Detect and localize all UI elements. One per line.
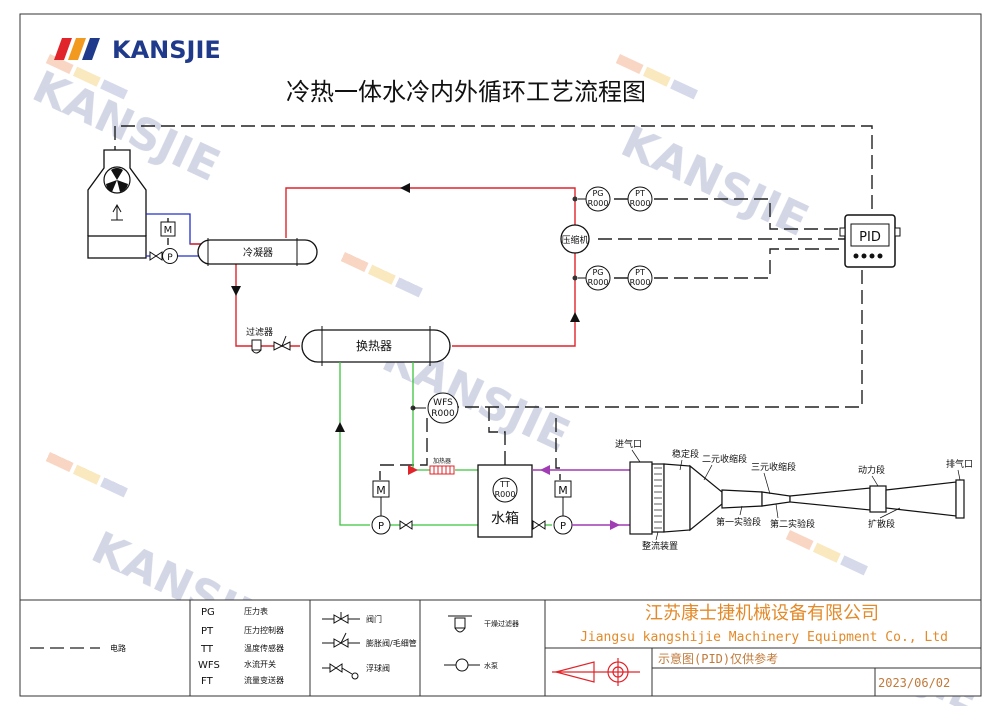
legend-code: FT	[201, 676, 214, 687]
legend-desc: 压力控制器	[244, 625, 284, 635]
disclaimer-note: 示意图(PID)仅供参考	[658, 651, 778, 666]
expansion-valve-legend-icon	[322, 632, 360, 648]
legend-code: PG	[201, 607, 215, 618]
float-valve-legend-icon	[322, 663, 359, 680]
flow-arrow	[408, 465, 418, 475]
legend-electric-label: 电路	[110, 643, 126, 653]
svg-text:R000: R000	[630, 199, 651, 208]
label-test1: 第一实验段	[716, 516, 761, 528]
cooling-valve-icon	[149, 251, 163, 261]
legend-code: TT	[200, 644, 214, 655]
motor-left-label: M	[376, 484, 386, 497]
legend-expansion-label: 膨胀阀/毛细管	[366, 638, 417, 648]
label-rectifier: 整流装置	[642, 540, 678, 552]
condenser-label: 冷凝器	[243, 246, 273, 259]
motor-right-label: M	[558, 484, 568, 497]
label-contraction3: 三元收缩段	[751, 461, 796, 473]
air-lines	[532, 469, 630, 526]
legend-desc: 水流开关	[244, 659, 276, 669]
label-test2: 第二实验段	[770, 518, 815, 530]
expansion-valve-icon	[273, 335, 291, 351]
compressor: 压缩机	[560, 224, 590, 254]
cooling-motor-label: M	[164, 225, 173, 236]
legend-dryfilter-label: 干燥过滤器	[484, 619, 519, 628]
tap-point	[572, 275, 578, 281]
valve-icon	[399, 520, 413, 530]
svg-text:PT: PT	[635, 268, 645, 277]
company-name-cn: 江苏康士捷机械设备有限公司	[645, 603, 879, 624]
label-exhaust: 排气口	[946, 458, 973, 470]
svg-text:PG: PG	[592, 189, 603, 198]
legend-desc: 压力表	[244, 606, 268, 616]
flow-arrow	[570, 312, 580, 322]
gauge-pg-lower: PG R000	[585, 265, 611, 291]
watermark-text: KANSJIE	[614, 116, 816, 247]
legend-block: 电路 PG 压力表 PT 压力控制器 TT 温度传感器 WFS 水流开关 FT …	[19, 599, 982, 697]
svg-text:PG: PG	[592, 268, 603, 277]
label-stable: 稳定段	[672, 448, 699, 460]
svg-text:R000: R000	[630, 278, 651, 287]
heater-label: 加热器	[433, 457, 451, 465]
heater: 加热器	[429, 457, 455, 475]
heat-exchanger: 换热器	[301, 326, 451, 366]
legend-code: PT	[201, 626, 214, 637]
label-contraction2: 二元收缩段	[702, 453, 747, 465]
projection-symbol-icon	[552, 658, 640, 686]
filter-label: 过滤器	[246, 326, 273, 338]
legend-desc: 温度传感器	[244, 643, 284, 653]
gauge-pg-upper: PG R000	[585, 186, 611, 212]
pump-left-label: P	[378, 521, 384, 532]
filter-icon	[251, 339, 262, 354]
flow-arrow	[231, 286, 241, 296]
cooling-pump-label: P	[167, 253, 173, 263]
valve-legend-icon	[322, 612, 360, 624]
cooling-motor	[160, 221, 176, 237]
svg-text:R000: R000	[588, 278, 609, 287]
svg-text:R000: R000	[431, 409, 455, 419]
tt-value: R000	[495, 490, 516, 499]
svg-text:PT: PT	[635, 189, 645, 198]
dry-filter-legend-icon	[448, 615, 472, 633]
label-diffuser: 扩散段	[868, 518, 895, 530]
tt-tag: TT	[499, 480, 510, 489]
gauge-pt-lower: PT R000	[627, 265, 653, 291]
water-tank: TT R000 水箱	[477, 464, 533, 538]
compressor-label: 压缩机	[561, 234, 588, 246]
valve-icon	[532, 520, 546, 530]
cooling-tower	[87, 149, 147, 259]
gauge-wfs: WFS R000	[427, 392, 459, 424]
legend-pump-label: 水泵	[484, 661, 498, 670]
flow-arrow	[610, 520, 620, 530]
flow-arrow	[400, 183, 410, 193]
gauge-pt-upper: PT R000	[627, 186, 653, 212]
label-inlet: 进气口	[615, 438, 642, 450]
pump-right-label: P	[560, 521, 566, 532]
heat-exchanger-label: 换热器	[356, 339, 392, 353]
pid-label: PID	[859, 230, 881, 245]
drawing-date: 2023/06/02	[878, 676, 950, 690]
legend-desc: 流量变送器	[244, 675, 284, 685]
condenser: 冷凝器	[197, 238, 318, 266]
pump-left	[371, 515, 391, 535]
legend-valve-label: 阀门	[366, 614, 382, 624]
legend-float-label: 浮球阀	[366, 663, 390, 673]
svg-text:WFS: WFS	[433, 398, 453, 408]
legend-code: WFS	[198, 660, 220, 671]
svg-text:R000: R000	[588, 199, 609, 208]
flow-arrow	[540, 465, 550, 475]
label-power: 动力段	[858, 464, 885, 476]
page-title: 冷热一体水冷内外循环工艺流程图	[286, 78, 646, 106]
water-pump-legend-icon	[444, 658, 480, 672]
refrigerant-lines	[190, 187, 576, 347]
tap-point	[572, 196, 578, 202]
water-tank-label: 水箱	[491, 511, 519, 527]
company-logo: KANSJIE	[54, 36, 221, 64]
pid-controller: PID	[839, 214, 901, 268]
wind-tunnel	[629, 461, 965, 535]
flow-arrow	[335, 422, 345, 432]
wind-tunnel-labels: 进气口 稳定段 二元收缩段 三元收缩段 动力段 排气口 第一实验段 第二实验段 …	[615, 438, 973, 552]
company-name-en: Jiangsu kangshijie Machinery Equipment C…	[580, 630, 948, 645]
logo-text: KANSJIE	[112, 36, 221, 64]
